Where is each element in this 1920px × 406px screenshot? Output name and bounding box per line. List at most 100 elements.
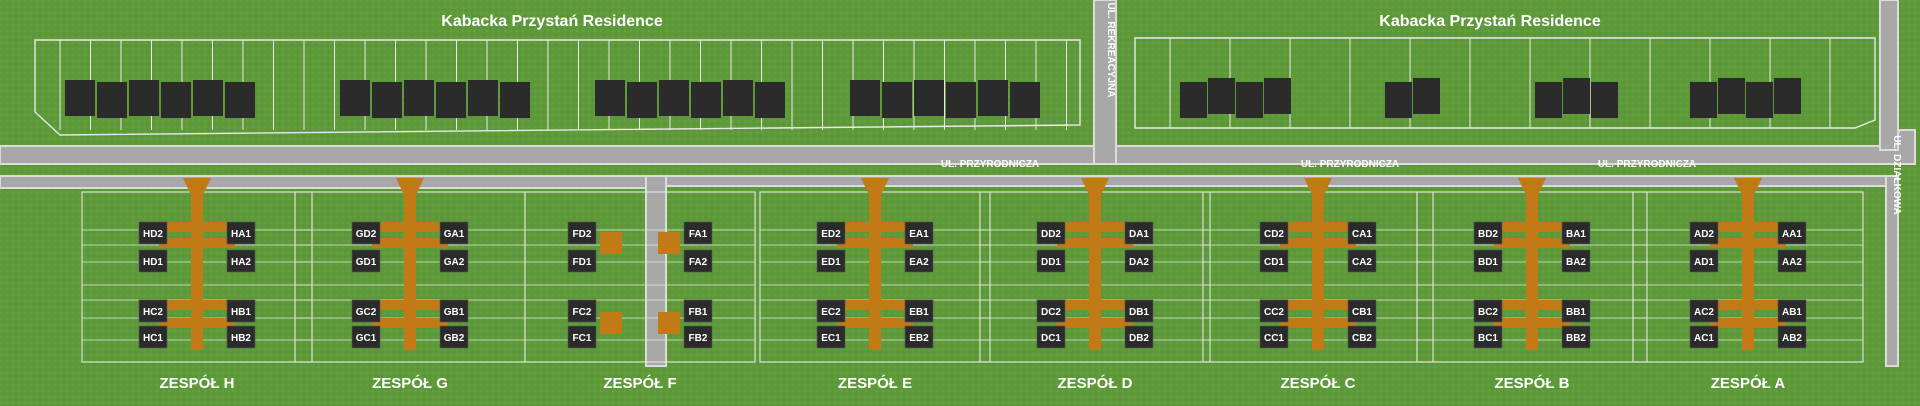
- house-block: [65, 80, 95, 116]
- unit-gd2[interactable]: GD2: [351, 221, 381, 245]
- unit-building: [1777, 299, 1807, 323]
- unit-fa2[interactable]: FA2: [683, 249, 713, 273]
- unit-bb1[interactable]: BB1: [1561, 299, 1591, 323]
- unit-ha1[interactable]: HA1: [226, 221, 256, 245]
- unit-label: DD1: [1041, 257, 1061, 268]
- unit-eb1[interactable]: EB1: [904, 299, 934, 323]
- unit-fd1[interactable]: FD1: [567, 249, 597, 273]
- unit-ed2[interactable]: ED2: [816, 221, 846, 245]
- unit-building: [567, 325, 597, 349]
- zespol-terrace: [658, 232, 680, 254]
- unit-building: [1689, 299, 1719, 323]
- zespol-terrace: [1057, 300, 1133, 310]
- unit-hb1[interactable]: HB1: [226, 299, 256, 323]
- unit-building: [904, 299, 934, 323]
- unit-ga1[interactable]: GA1: [439, 221, 469, 245]
- unit-ab1[interactable]: AB1: [1777, 299, 1807, 323]
- unit-bd1[interactable]: BD1: [1473, 249, 1503, 273]
- unit-label: HB2: [231, 333, 251, 344]
- unit-building: [683, 299, 713, 323]
- unit-label: DD2: [1041, 229, 1061, 240]
- unit-fd2[interactable]: FD2: [567, 221, 597, 245]
- unit-building: [351, 249, 381, 273]
- unit-ca2[interactable]: CA2: [1347, 249, 1377, 273]
- unit-ab2[interactable]: AB2: [1777, 325, 1807, 349]
- unit-ha2[interactable]: HA2: [226, 249, 256, 273]
- unit-label: FD2: [573, 229, 592, 240]
- zespol-terrace: [1710, 222, 1786, 232]
- unit-bd2[interactable]: BD2: [1473, 221, 1503, 245]
- unit-ec2[interactable]: EC2: [816, 299, 846, 323]
- unit-ac1[interactable]: AC1: [1689, 325, 1719, 349]
- zespol-name: ZESPÓŁ C: [1280, 374, 1355, 392]
- unit-label: HD1: [143, 257, 163, 268]
- unit-cb1[interactable]: CB1: [1347, 299, 1377, 323]
- unit-ba2[interactable]: BA2: [1561, 249, 1591, 273]
- unit-ea1[interactable]: EA1: [904, 221, 934, 245]
- unit-hc1[interactable]: HC1: [138, 325, 168, 349]
- unit-gc1[interactable]: GC1: [351, 325, 381, 349]
- unit-ca1[interactable]: CA1: [1347, 221, 1377, 245]
- unit-building: [1561, 325, 1591, 349]
- unit-aa2[interactable]: AA2: [1777, 249, 1807, 273]
- unit-cb2[interactable]: CB2: [1347, 325, 1377, 349]
- unit-building: [683, 221, 713, 245]
- unit-dd2[interactable]: DD2: [1036, 221, 1066, 245]
- unit-cd1[interactable]: CD1: [1259, 249, 1289, 273]
- unit-ac2[interactable]: AC2: [1689, 299, 1719, 323]
- unit-db1[interactable]: DB1: [1124, 299, 1154, 323]
- unit-fa1[interactable]: FA1: [683, 221, 713, 245]
- unit-eb2[interactable]: EB2: [904, 325, 934, 349]
- unit-label: DA2: [1129, 257, 1149, 268]
- house-block: [1264, 78, 1291, 114]
- unit-bb2[interactable]: BB2: [1561, 325, 1591, 349]
- zespol-walkway: [396, 178, 424, 350]
- unit-label: BD1: [1478, 257, 1498, 268]
- house-block: [1563, 78, 1590, 114]
- unit-gc2[interactable]: GC2: [351, 299, 381, 323]
- unit-bc2[interactable]: BC2: [1473, 299, 1503, 323]
- unit-label: EC2: [821, 307, 841, 318]
- unit-da1[interactable]: DA1: [1124, 221, 1154, 245]
- unit-building: [1689, 249, 1719, 273]
- unit-cd2[interactable]: CD2: [1259, 221, 1289, 245]
- unit-da2[interactable]: DA2: [1124, 249, 1154, 273]
- unit-hb2[interactable]: HB2: [226, 325, 256, 349]
- unit-cc2[interactable]: CC2: [1259, 299, 1289, 323]
- unit-ga2[interactable]: GA2: [439, 249, 469, 273]
- house-block: [1208, 78, 1235, 114]
- unit-label: FA1: [689, 229, 708, 240]
- unit-gb1[interactable]: GB1: [439, 299, 469, 323]
- unit-gb2[interactable]: GB2: [439, 325, 469, 349]
- unit-label: GA2: [444, 257, 465, 268]
- unit-hc2[interactable]: HC2: [138, 299, 168, 323]
- unit-fb1[interactable]: FB1: [683, 299, 713, 323]
- unit-hd2[interactable]: HD2: [138, 221, 168, 245]
- house-block: [1535, 82, 1562, 118]
- unit-ad1[interactable]: AD1: [1689, 249, 1719, 273]
- unit-fc1[interactable]: FC1: [567, 325, 597, 349]
- unit-dd1[interactable]: DD1: [1036, 249, 1066, 273]
- street-label-dzialkowa: UL. DZIAŁKOWA: [1891, 135, 1902, 214]
- unit-bc1[interactable]: BC1: [1473, 325, 1503, 349]
- unit-building: [1036, 221, 1066, 245]
- house-block: [193, 80, 223, 116]
- unit-dc2[interactable]: DC2: [1036, 299, 1066, 323]
- unit-fc2[interactable]: FC2: [567, 299, 597, 323]
- unit-cc1[interactable]: CC1: [1259, 325, 1289, 349]
- unit-aa1[interactable]: AA1: [1777, 221, 1807, 245]
- unit-ba1[interactable]: BA1: [1561, 221, 1591, 245]
- unit-ed1[interactable]: ED1: [816, 249, 846, 273]
- unit-db2[interactable]: DB2: [1124, 325, 1154, 349]
- zespol-terrace: [372, 222, 448, 232]
- unit-ad2[interactable]: AD2: [1689, 221, 1719, 245]
- unit-label: EB2: [909, 333, 929, 344]
- unit-gd1[interactable]: GD1: [351, 249, 381, 273]
- unit-building: [226, 249, 256, 273]
- unit-hd1[interactable]: HD1: [138, 249, 168, 273]
- unit-building: [1259, 221, 1289, 245]
- unit-dc1[interactable]: DC1: [1036, 325, 1066, 349]
- unit-ec1[interactable]: EC1: [816, 325, 846, 349]
- unit-fb2[interactable]: FB2: [683, 325, 713, 349]
- unit-ea2[interactable]: EA2: [904, 249, 934, 273]
